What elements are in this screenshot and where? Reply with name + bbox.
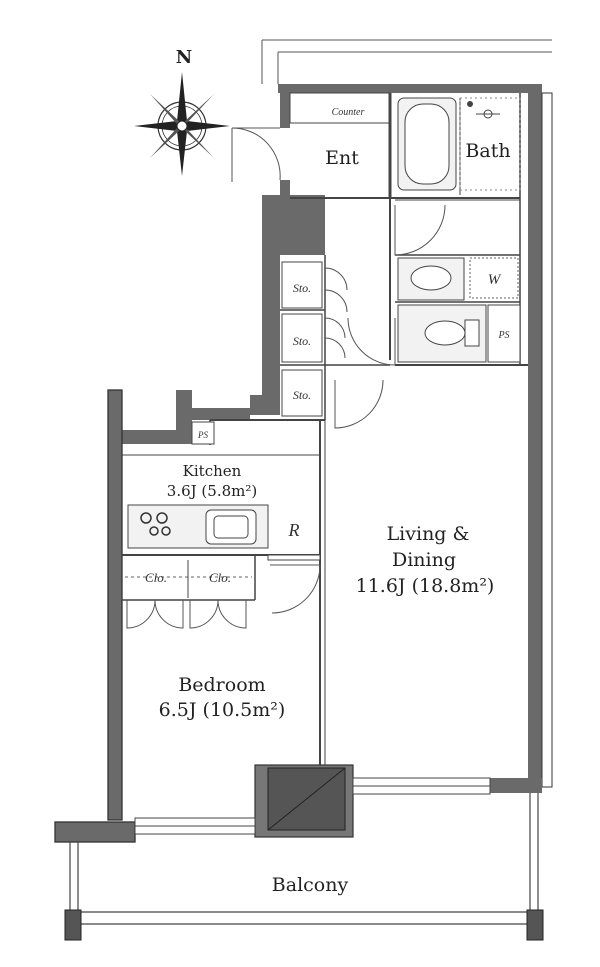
bedroom-label: Bedroom — [178, 674, 265, 696]
wash-basin — [397, 257, 465, 301]
bathtub — [397, 97, 457, 191]
doors — [126, 127, 446, 629]
closet-label: Clo. — [145, 570, 167, 585]
closet-label: Clo. — [209, 570, 231, 585]
pipe-space-label: PS — [197, 430, 208, 440]
bath-label: Bath — [465, 140, 510, 162]
shower-area — [459, 97, 521, 191]
balcony-area — [64, 793, 544, 941]
pipe-space-bath: PS — [487, 304, 521, 363]
interior-partitions — [122, 92, 528, 765]
toilet — [397, 304, 487, 363]
compass-rose-icon: N — [134, 47, 230, 176]
balcony-label: Balcony — [272, 874, 349, 896]
bedroom-closets: Clo. Clo. — [125, 560, 252, 598]
compass-north-label: N — [176, 47, 192, 68]
kitchen-label: Kitchen — [183, 462, 242, 480]
storage-label: Sto. — [293, 388, 311, 402]
pipe-space-kitchen: PS — [191, 421, 215, 445]
storage-label: Sto. — [293, 281, 311, 295]
windows — [134, 777, 491, 835]
washer-space: W — [469, 257, 519, 299]
washer-label: W — [488, 272, 502, 288]
bath-faucet-icon — [467, 101, 500, 119]
kitchen-counter — [127, 504, 269, 549]
storage-label: Sto. — [293, 334, 311, 348]
stove-burner-icon — [140, 512, 171, 536]
living-size: 11.6J (18.8m²) — [356, 575, 495, 597]
living-label-line2: Dining — [392, 549, 456, 571]
exterior-walls — [54, 84, 553, 843]
entrance-label: Ent — [325, 147, 359, 169]
bedroom-size: 6.5J (10.5m²) — [159, 699, 286, 721]
pipe-space-label: PS — [497, 330, 509, 341]
kitchen-size: 3.6J (5.8m²) — [167, 482, 257, 500]
refrigerator-label: R — [288, 520, 300, 540]
living-label-line1: Living & — [387, 523, 470, 545]
storage-closets: Sto. Sto. Sto. — [281, 261, 323, 417]
counter-label: Counter — [332, 107, 365, 118]
